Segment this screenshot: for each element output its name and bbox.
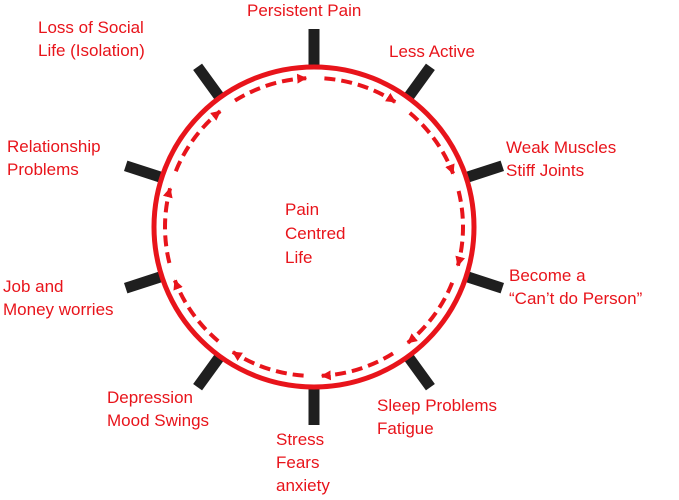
stage-label-relationship: Relationship Problems: [7, 137, 101, 179]
flow-arrow: [320, 351, 395, 381]
stage-label-persistent-pain: Persistent Pain: [247, 1, 362, 20]
stage-label-cant-do-person: Become a “Can’t do Person”: [509, 266, 643, 308]
stage-label-depression: Depression Mood Swings: [107, 388, 210, 430]
stage-label-weak-muscles: Weak Muscles Stiff Joints: [506, 138, 617, 180]
stage-tick: [123, 270, 165, 294]
stage-tick: [193, 352, 225, 391]
flow-arrow: [406, 282, 455, 345]
flow-arrow: [162, 187, 173, 264]
flow-arrow: [173, 109, 222, 172]
flow-arrow: [231, 350, 304, 378]
flow-arrow: [455, 190, 466, 267]
center-label: Pain Centred Life: [285, 200, 346, 267]
flow-arrow: [233, 73, 308, 103]
cycle-outer-ring: [151, 64, 477, 390]
stage-label-social-isolation: Loss of Social Life (Isolation): [38, 18, 145, 60]
stage-label-stress: Stress Fears anxiety: [276, 430, 330, 495]
stage-tick: [463, 160, 505, 184]
stage-label-less-active: Less Active: [389, 42, 475, 61]
stage-label-job-money: Job and Money worries: [3, 277, 114, 319]
flow-arrow: [173, 279, 220, 343]
stage-tick: [193, 63, 225, 102]
cycle-flow-arrows: [162, 73, 466, 381]
stage-tick: [403, 63, 435, 102]
stage-tick: [463, 270, 505, 294]
stage-ticks: [123, 29, 505, 425]
stage-tick: [403, 352, 435, 391]
stage-tick: [123, 160, 165, 184]
flow-arrow: [408, 111, 455, 175]
flow-arrow: [324, 76, 397, 104]
stage-label-sleep-problems: Sleep Problems Fatigue: [377, 396, 498, 438]
